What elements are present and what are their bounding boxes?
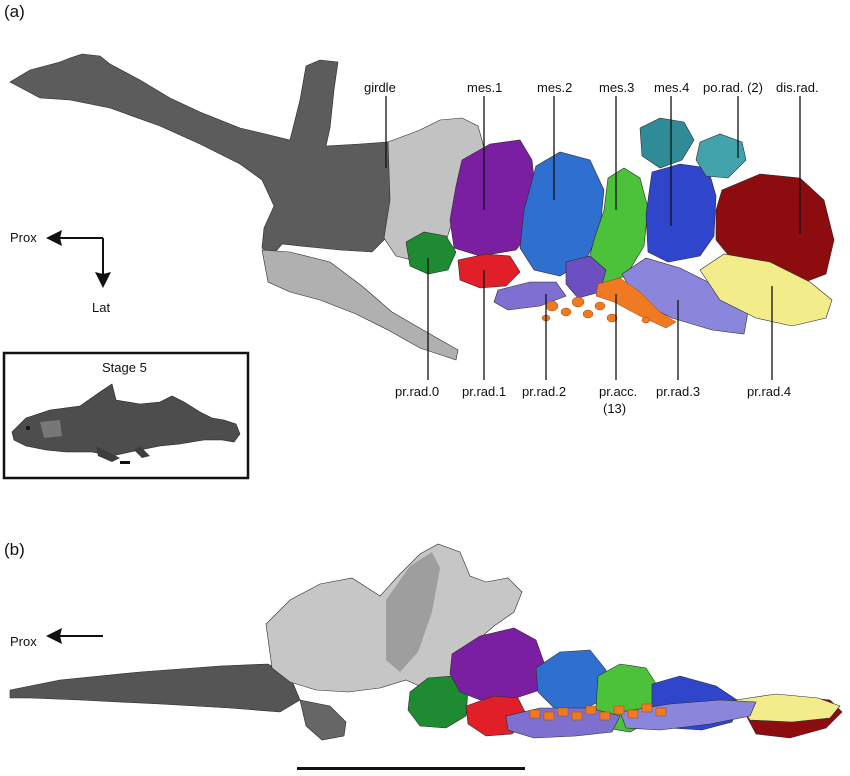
orientation-arrows [46, 230, 111, 288]
girdle-dark-bone-b [9, 663, 301, 713]
pr-rad-4-bone-b [735, 693, 841, 723]
label-pr-rad-3: pr.rad.3 [656, 384, 700, 399]
leader-lines-top [385, 96, 801, 234]
pr-rad-3-bone-b [619, 699, 757, 731]
pr-rad-1-bone [457, 253, 521, 289]
pr-acc-bones [541, 277, 677, 329]
leader-lines-bottom [427, 258, 773, 380]
girdle-dark-process-b [299, 699, 347, 741]
coelacanth-image [11, 383, 241, 462]
label-po-rad: po.rad. (2) [703, 80, 763, 95]
pr-rad-0-bone-b [407, 675, 469, 729]
inset-scale-bar [120, 461, 130, 464]
axis-prox-label-b: Prox [10, 634, 37, 649]
label-pr-rad-4: pr.rad.4 [747, 384, 791, 399]
label-mes-3: mes.3 [599, 80, 634, 95]
label-mes-4: mes.4 [654, 80, 689, 95]
mes-4-bone [645, 163, 717, 263]
pr-acc-bones-b [529, 703, 667, 721]
panel-b-letter: (b) [4, 540, 25, 559]
axis-lat-label: Lat [92, 300, 110, 315]
girdle-dark-bone [9, 53, 393, 257]
po-rad-bone-2 [695, 133, 747, 179]
panel-a-letter: (a) [4, 2, 25, 21]
label-girdle: girdle [364, 80, 396, 95]
label-mes-2: mes.2 [537, 80, 572, 95]
dis-rad-bone [715, 173, 835, 285]
label-pr-rad-1: pr.rad.1 [462, 384, 506, 399]
scale-bar [297, 767, 525, 770]
label-pr-acc-count: (13) [603, 401, 626, 416]
label-mes-1: mes.1 [467, 80, 502, 95]
pr-rad-0-bone [405, 231, 457, 275]
po-rad-bone-1 [639, 117, 695, 169]
girdle-light-ridge-b [386, 552, 440, 672]
label-pr-rad-0: pr.rad.0 [395, 384, 439, 399]
axis-prox-label-a: Prox [10, 230, 37, 245]
pr-rad-4-bone [699, 253, 833, 327]
label-dis-rad: dis.rad. [776, 80, 819, 95]
mes-2-bone-b [535, 649, 607, 711]
girdle-lower-process [261, 249, 459, 361]
inset-title: Stage 5 [102, 360, 147, 375]
label-pr-acc: pr.acc. [599, 384, 637, 399]
label-pr-rad-2: pr.rad.2 [522, 384, 566, 399]
orientation-arrow-b [46, 628, 103, 644]
